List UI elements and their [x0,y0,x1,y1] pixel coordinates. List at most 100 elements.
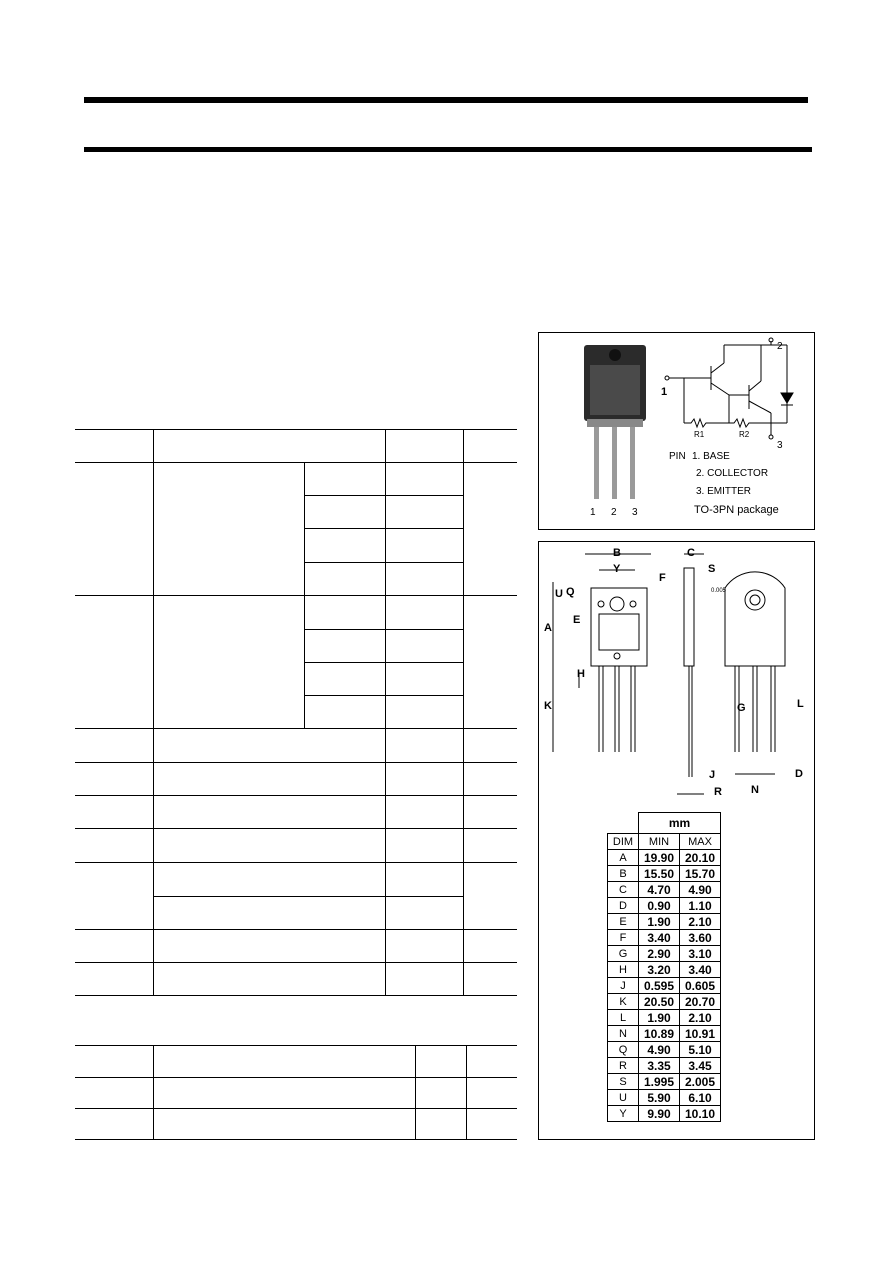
dim-cell: B [607,865,639,882]
max-cell: 20.70 [679,993,721,1010]
resistor-r2-label: R2 [739,430,750,439]
transistor-photo [584,345,646,499]
photo-pin-1: 1 [590,507,596,518]
min-cell: 10.89 [638,1025,680,1042]
dim-cell: N [607,1025,639,1042]
dim-cell: Y [607,1105,639,1122]
max-cell: 3.10 [679,945,721,962]
dim-cell: G [607,945,639,962]
max-cell: 10.91 [679,1025,721,1042]
schematic-pin-1: 1 [661,386,667,398]
dim-label-r: R [714,786,722,798]
s-note: 0.005 [711,588,727,594]
dim-header: DIM [607,833,639,850]
min-cell: 0.90 [638,897,680,914]
max-cell: 3.45 [679,1057,721,1074]
dim-label-h: H [577,668,585,680]
dim-label-a: A [544,622,552,634]
max-cell: 2.005 [679,1073,721,1090]
dim-label-d: D [795,768,803,780]
min-cell: 1.90 [638,913,680,930]
dim-cell: J [607,977,639,994]
min-header: MIN [638,833,680,850]
dim-cell: S [607,1073,639,1090]
dim-cell: L [607,1009,639,1026]
pin-title: PIN [669,451,686,462]
max-cell: 4.90 [679,881,721,898]
min-cell: 4.90 [638,1041,680,1058]
dim-label-s: S [708,563,716,575]
min-cell: 0.595 [638,977,680,994]
outline-drawing [552,553,786,795]
dim-label-e: E [573,614,581,626]
dim-cell: K [607,993,639,1010]
dim-label-j: J [709,769,716,781]
min-cell: 15.50 [638,865,680,882]
dim-label-n: N [751,784,759,796]
dim-label-u: U [555,588,563,600]
dim-label-g: G [737,702,746,714]
header-rule-bottom [84,147,812,152]
photo-pin-2: 2 [611,507,617,518]
resistor-r1-label: R1 [694,430,705,439]
header-rule-top [84,97,808,103]
pin-2-label: 2. COLLECTOR [696,468,768,479]
dim-cell: E [607,913,639,930]
min-cell: 20.50 [638,993,680,1010]
darlington-schematic [664,337,794,440]
dim-cell: A [607,849,639,866]
max-cell: 2.10 [679,913,721,930]
min-cell: 3.35 [638,1057,680,1074]
min-cell: 1.90 [638,1009,680,1026]
dim-cell: D [607,897,639,914]
schematic-pin-2: 2 [777,341,783,352]
dim-label-q: Q [566,586,575,598]
max-cell: 15.70 [679,865,721,882]
unit-header: mm [638,812,721,834]
max-cell: 6.10 [679,1089,721,1106]
max-cell: 2.10 [679,1009,721,1026]
min-cell: 5.90 [638,1089,680,1106]
min-cell: 4.70 [638,881,680,898]
max-cell: 20.10 [679,849,721,866]
pinout-panel: 1 2 3 [538,332,815,530]
max-cell: 3.60 [679,929,721,946]
dim-label-k: K [544,700,552,712]
dim-label-c: C [687,547,695,559]
min-cell: 9.90 [638,1105,680,1122]
dim-cell: R [607,1057,639,1074]
package-label: TO-3PN package [694,504,779,516]
schematic-pin-3: 3 [777,440,783,451]
min-cell: 1.995 [638,1073,680,1090]
dim-cell: H [607,961,639,978]
pinout-graphic: 1 2 3 [584,337,794,518]
pin-1-label: 1. BASE [692,451,730,462]
dim-cell: Q [607,1041,639,1058]
dim-cell: C [607,881,639,898]
min-cell: 3.20 [638,961,680,978]
pin-3-label: 3. EMITTER [696,486,751,497]
max-cell: 3.40 [679,961,721,978]
min-cell: 2.90 [638,945,680,962]
dim-label-l: L [797,698,804,710]
max-cell: 1.10 [679,897,721,914]
dim-cell: F [607,929,639,946]
dim-label-b: B [613,547,621,559]
min-cell: 3.40 [638,929,680,946]
